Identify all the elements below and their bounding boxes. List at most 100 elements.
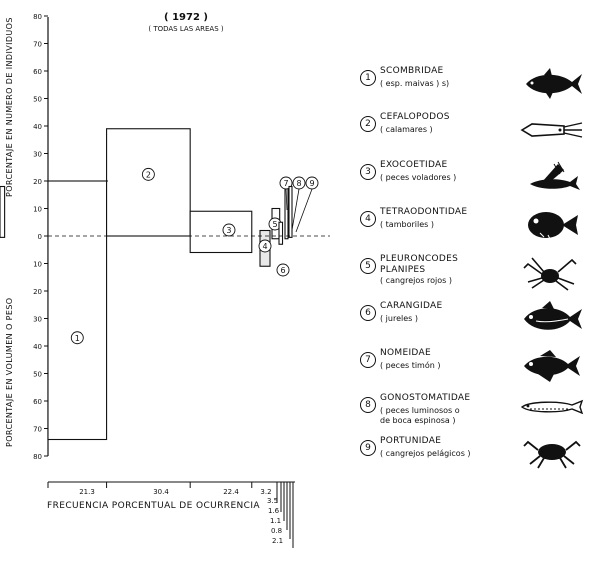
legend-item: 1 SCOMBRIDAE ( esp. maivas ) s) (360, 64, 596, 104)
bar-label-circle (258, 239, 272, 253)
y-tick-label: 20 (33, 288, 42, 296)
y-tick-label: 30 (33, 316, 42, 324)
legend-item: 9 PORTUNIDAE ( cangrejos pelágicos ) (360, 434, 596, 474)
legend-item: 8 GONOSTOMATIDAE ( peces luminosos o de … (360, 391, 596, 431)
leader-line (285, 188, 288, 211)
red-crab-icon (523, 257, 577, 291)
y-axis-title-volume: PORCENTAJE EN VOLUMEN O PESO (5, 297, 14, 447)
bar-label-circle (276, 263, 290, 277)
legend-number: 9 (360, 440, 376, 456)
y-tick-label: 40 (33, 343, 42, 351)
x-tick-label: 21.3 (79, 488, 95, 496)
bar-2 (106, 128, 191, 237)
x-axis-ticks: 21.3 30.4 22.4 3.23.5 1.6 1.1 0.8 2.1 (47, 482, 294, 548)
bar-6 (278, 221, 284, 245)
y-tick-label: 70 (33, 426, 42, 434)
y-tick-label: 50 (33, 96, 42, 104)
legend-common-name: ( esp. maivas ) s) (380, 79, 450, 88)
legend-item: 6 CARANGIDAE ( jureles ) (360, 299, 596, 339)
y-tick-label: 80 (33, 453, 42, 461)
tuna-icon (526, 68, 582, 99)
y-tick-label: 70 (33, 41, 42, 49)
flying-fish-icon (530, 161, 580, 190)
bar-label: 2 (146, 170, 151, 179)
x-tick-label: 0.8 (271, 527, 282, 535)
bar-9 (0, 185, 6, 238)
x-tick-label: 1.1 (270, 517, 281, 525)
x-axis-title: FRECUENCIA PORCENTUAL DE OCURRENCIA (47, 501, 260, 511)
legend-number: 4 (360, 211, 376, 227)
legend-common-name: ( peces voladores ) (380, 173, 457, 182)
pufferfish-icon (528, 212, 578, 240)
legend-family: NOMEIDAE (380, 348, 431, 358)
y-tick-label: 60 (33, 68, 42, 76)
legend-family: CEFALOPODOS (380, 112, 450, 122)
x-tick-label: 3.5 (267, 497, 278, 505)
legend-family: GONOSTOMATIDAE (380, 393, 471, 403)
leader-line (291, 188, 300, 231)
swimming-crab-icon (523, 440, 581, 469)
legend-number: 3 (360, 164, 376, 180)
legend-common-name: ( jureles ) (380, 314, 418, 323)
bar-1 (47, 180, 108, 441)
bar-label: 7 (283, 179, 288, 188)
legend-common-name: ( cangrejos rojos ) (380, 276, 452, 285)
y-axis-title-number: PORCENTAJE EN NUMERO DE INDIVIDUOS (5, 17, 14, 197)
legend-common-name: ( calamares ) (380, 125, 433, 134)
legend-common-name: ( peces luminosos o de boca espinosa ) (380, 406, 460, 425)
x-tick-label: 2.1 (272, 537, 283, 545)
bar-label: 8 (296, 179, 301, 188)
bar-label: 1 (75, 334, 80, 343)
y-tick-label: 40 (33, 123, 42, 131)
legend-number: 7 (360, 352, 376, 368)
chart-year: ( 1972 ) (164, 12, 208, 23)
bar-label-circle (222, 223, 236, 237)
x-tick-label: 22.4 (223, 488, 239, 496)
x-tick-label: 3.2 (260, 488, 271, 496)
legend-family: EXOCOETIDAE (380, 160, 448, 170)
y-tick-label: 30 (33, 151, 42, 159)
x-tick-label: 1.6 (268, 507, 280, 515)
bar-label: 5 (272, 220, 277, 229)
legend-item: 7 NOMEIDAE ( peces timón ) (360, 346, 596, 386)
y-tick-label: 60 (33, 398, 42, 406)
legend-common-name: ( peces timón ) (380, 361, 441, 370)
y-tick-label: 0 (38, 233, 42, 241)
legend-number: 6 (360, 305, 376, 321)
y-tick-label: 80 (33, 13, 42, 21)
legend-family: CARANGIDAE (380, 301, 443, 311)
bar-label: 9 (309, 179, 314, 188)
legend-number: 8 (360, 397, 376, 413)
bar-label: 3 (226, 226, 231, 235)
y-tick-label: 10 (33, 206, 42, 214)
y-axis-ticks: 80 70 60 50 40 30 20 10 0 10 20 30 40 50 60 70 80 (33, 13, 48, 461)
bar-3 (189, 210, 253, 254)
legend-number: 2 (360, 116, 376, 132)
legend-family: TETRAODONTIDAE (380, 207, 468, 217)
jack-fish-icon (524, 301, 582, 330)
y-tick-label: 10 (33, 261, 42, 269)
legend-item: 2 CEFALOPODOS ( calamares ) (360, 110, 596, 150)
legend-item: 5 PLEURONCODES PLANIPES ( cangrejos rojo… (360, 252, 596, 292)
legend-family: PLEURONCODES PLANIPES (380, 254, 459, 275)
legend-family: SCOMBRIDAE (380, 66, 444, 76)
x-tick-label: 30.4 (153, 488, 169, 496)
squid-icon (520, 122, 583, 138)
y-tick-label: 20 (33, 178, 42, 186)
legend-item: 3 EXOCOETIDAE ( peces voladores ) (360, 158, 596, 198)
bristlemouth-icon (520, 399, 584, 415)
chart-area: ( TODAS LAS AREAS ) (148, 25, 224, 33)
legend-common-name: ( cangrejos pelágicos ) (380, 449, 471, 458)
legend-number: 1 (360, 70, 376, 86)
leader-line (295, 188, 313, 233)
bar-label: 6 (280, 266, 285, 275)
bar-label-circle (70, 331, 84, 345)
legend-item: 4 TETRAODONTIDAE ( tamboriles ) (360, 205, 596, 245)
bar-label: 4 (262, 242, 267, 251)
legend-number: 5 (360, 258, 376, 274)
bar-8 (288, 185, 293, 238)
legend-family: PORTUNIDAE (380, 436, 442, 446)
y-tick-label: 50 (33, 371, 42, 379)
